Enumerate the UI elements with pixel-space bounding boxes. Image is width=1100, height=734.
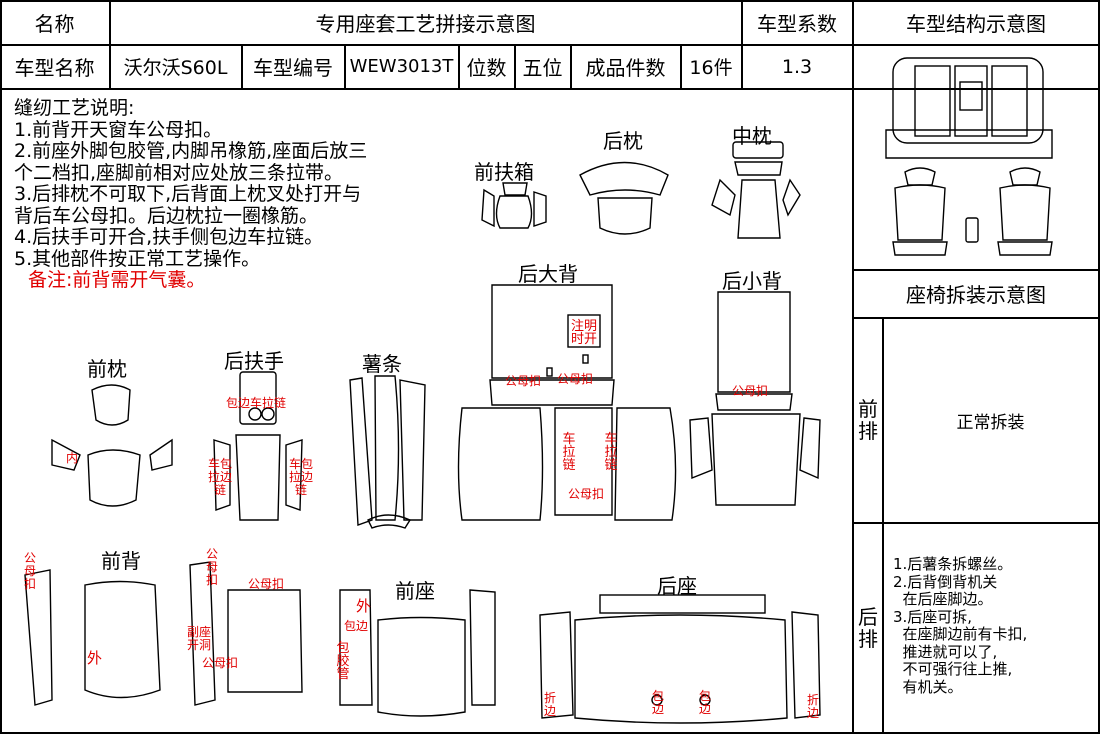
anno-sub-hole: 副座开洞	[186, 625, 211, 652]
anno-snap-mid: 公母扣	[557, 372, 594, 386]
pieces-value: 16件	[689, 57, 733, 79]
structure-rear-bench	[885, 57, 1053, 159]
struct-title: 车型结构示意图	[906, 11, 1046, 36]
model-name-label: 车型名称	[14, 56, 95, 80]
anno-outer-2: 外	[356, 597, 372, 615]
label-front-headrest: 前枕	[87, 357, 127, 381]
notes-title: 缝纫工艺说明:	[14, 97, 135, 119]
name-header: 名称	[34, 11, 75, 36]
coef-header: 车型系数	[757, 11, 837, 36]
rear-note-2: 2.后背倒背机关	[893, 572, 998, 591]
note-line-2: 2.前座外脚包胶管,内脚吊橡筋,座面后放三	[14, 140, 368, 162]
rear-note-3: 在后座脚边。	[893, 590, 993, 608]
structure-front-seats	[892, 167, 1053, 256]
anno-fold-edge-left: 折边	[543, 691, 556, 718]
label-mid-headrest: 中枕	[732, 124, 772, 148]
strip-pattern	[349, 375, 426, 529]
coef-value: 1.3	[781, 55, 813, 78]
anno-snap-bottom: 公母扣	[568, 487, 605, 501]
label-rear-armrest: 后扶手	[224, 349, 284, 373]
anno-car-zip-right: 车拉链	[604, 432, 618, 473]
note-line-6: 4.后扶手可开合,扶手侧包边车拉链。	[14, 226, 324, 248]
model-code: WEW3013T	[349, 56, 454, 77]
model-code-label: 车型编号	[253, 56, 333, 80]
rear-big-back-pattern	[457, 284, 677, 521]
anno-wrap-tube: 包胶管	[336, 641, 350, 682]
rear-armrest-pattern	[213, 371, 303, 521]
anno-snap-front-back-left: 公母扣	[23, 551, 36, 591]
anno-snap-front-back-bottom: 公母扣	[202, 656, 239, 670]
rear-note-7: 不可强行往上推,	[893, 660, 1013, 678]
model-name: 沃尔沃S60L	[123, 57, 228, 79]
anno-zip-wrap-right: 车包拉边链	[288, 457, 313, 497]
label-rear-big-back: 后大背	[518, 262, 578, 286]
rear-note-1: 1.后薯条拆螺丝。	[893, 555, 1013, 573]
sewing-notes: 缝纫工艺说明: 1.前背开天窗车公母扣。 2.前座外脚包胶管,内脚吊橡筋,座面后…	[14, 97, 368, 292]
seats-label: 位数	[466, 56, 507, 80]
label-rear-seat: 后座	[657, 574, 697, 598]
anno-wrap-zip: 包边车拉链	[226, 396, 287, 410]
front-row-text: 正常拆装	[956, 412, 1025, 433]
anno-snap-left: 公母扣	[505, 374, 542, 388]
anno-wrap-edge-2: 包边	[651, 689, 664, 716]
rear-seat-pattern	[539, 594, 821, 724]
sheet-title: 专用座套工艺拼接示意图	[315, 11, 536, 36]
front-row-label: 前排	[858, 397, 878, 443]
front-back-pattern	[24, 561, 303, 706]
anno-zip-wrap-left: 车包拉边链	[207, 457, 232, 497]
anno-outer: 外	[87, 649, 103, 667]
label-front-back: 前背	[101, 549, 141, 573]
anno-car-zip-left: 车拉链	[562, 432, 576, 473]
note-line-7: 5.其他部件按正常工艺操作。	[14, 247, 261, 270]
anno-wrap-edge: 包边	[344, 619, 369, 633]
disassembly-title: 座椅拆装示意图	[906, 283, 1046, 307]
rear-note-8: 有机关。	[893, 677, 963, 696]
note-remark: 备注:前背需开气囊。	[28, 269, 206, 291]
anno-wrap-edge-3: 包边	[698, 689, 711, 716]
front-headrest-pattern	[51, 384, 173, 507]
rear-note-4: 3.后座可拆,	[893, 607, 973, 626]
rear-small-back-pattern	[689, 291, 821, 506]
mid-headrest-pattern	[711, 141, 801, 239]
label-rear-headrest: 后枕	[603, 129, 643, 153]
anno-snap-front-back-right: 公母扣	[248, 577, 285, 591]
anno-fold-edge-right: 折边	[806, 693, 819, 720]
note-line-1: 1.前背开天窗车公母扣。	[14, 118, 223, 141]
front-seat-pattern	[339, 589, 496, 717]
rear-note-5: 在座脚边前有卡扣,	[893, 625, 1028, 643]
anno-snap-front-back-mid: 公母扣	[205, 547, 218, 587]
label-front-seat: 前座	[395, 579, 435, 603]
rear-headrest-pattern	[579, 161, 669, 235]
seats-value: 五位	[522, 56, 563, 80]
anno-inner: 内	[66, 451, 79, 465]
label-front-box: 前扶箱	[474, 160, 534, 184]
pieces-label: 成品件数	[585, 56, 666, 80]
note-line-5: 背后车公母扣。后边枕拉一圈橡筋。	[14, 204, 319, 227]
anno-note-open: 注明时开	[570, 319, 597, 347]
note-line-4: 3.后排枕不可取下,后背面上枕叉处打开与	[14, 183, 362, 205]
rear-note-6: 推进就可以了,	[893, 642, 998, 661]
front-box-pattern	[481, 182, 547, 229]
note-line-3: 个二档扣,座脚前相对应处放三条拉带。	[14, 161, 344, 184]
rear-row-label: 后排	[858, 605, 878, 651]
rear-row-notes: 1.后薯条拆螺丝。 2.后背倒背机关 在后座脚边。 3.后座可拆, 在座脚边前有…	[893, 555, 1028, 696]
label-rear-small-back: 后小背	[722, 269, 782, 293]
label-strip: 薯条	[362, 352, 402, 376]
anno-snap-small-back: 公母扣	[732, 384, 769, 398]
